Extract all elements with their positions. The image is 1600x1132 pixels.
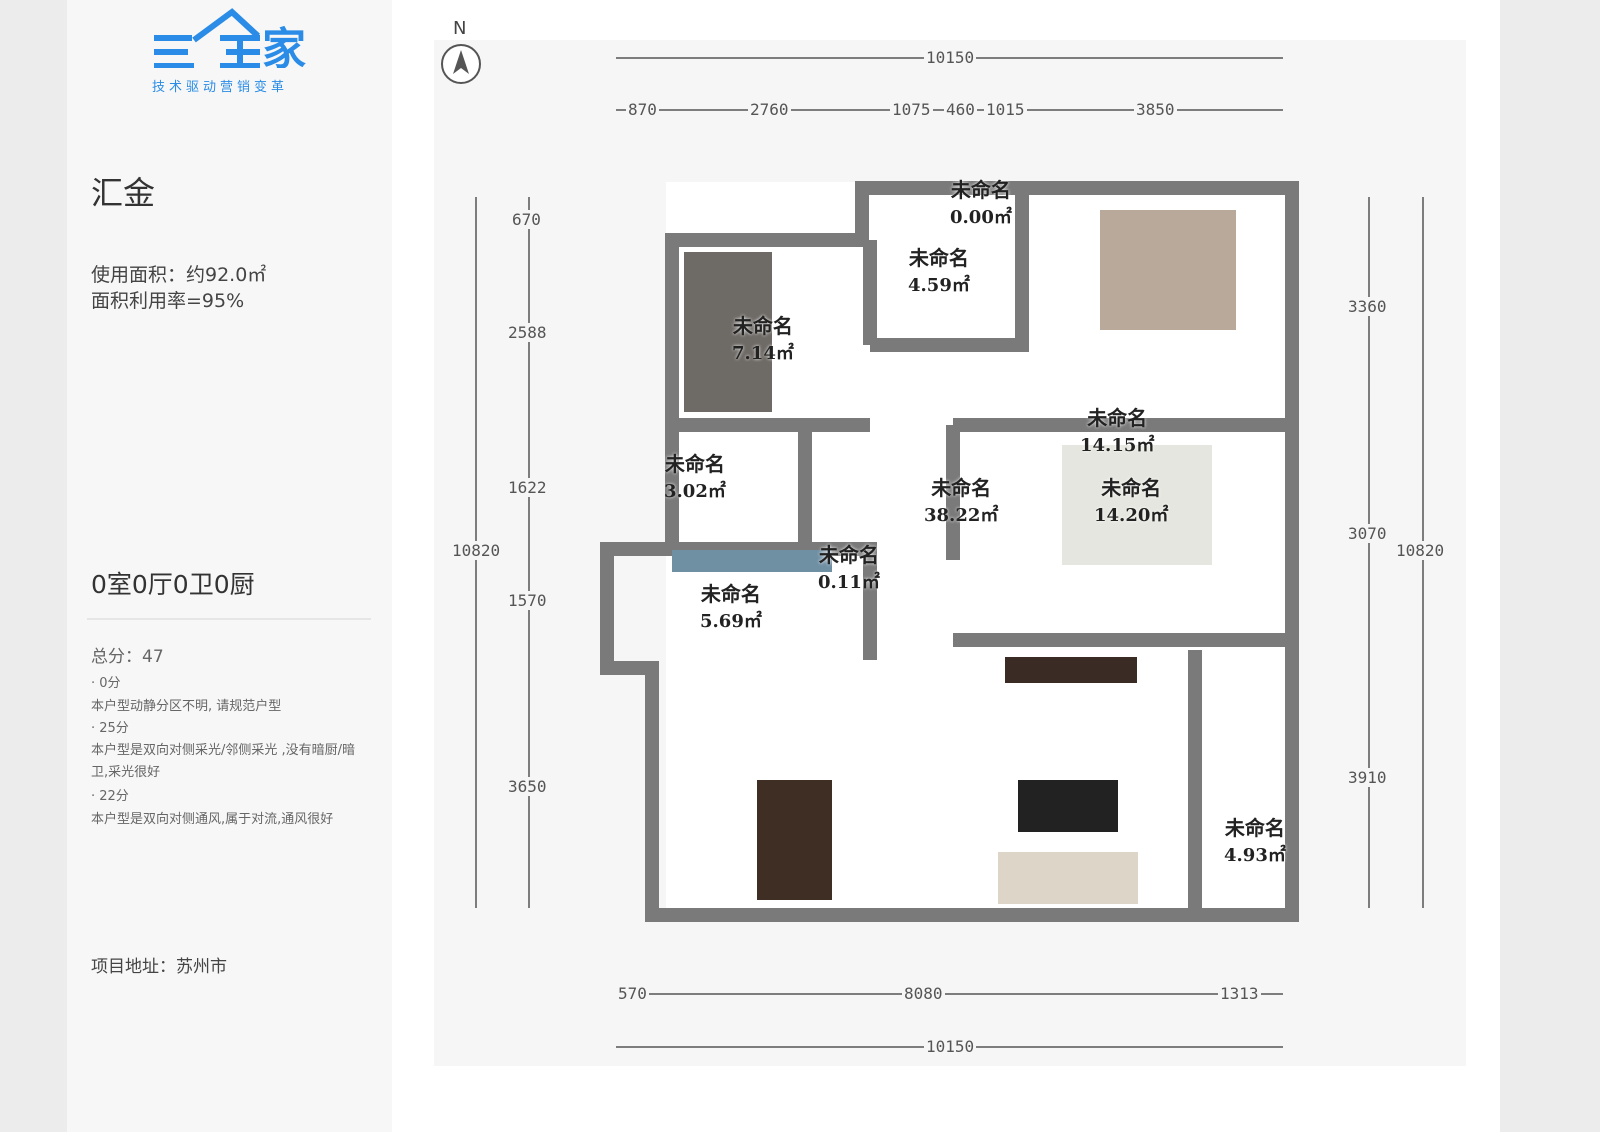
dim-top: 870: [626, 100, 659, 119]
sofa: [998, 852, 1138, 904]
dim-top: 460: [944, 100, 977, 119]
dim-top: 2760: [748, 100, 791, 119]
score-desc: 本户型是双向对侧通风,属于对流,通风很好: [91, 812, 334, 827]
room-area: 38.22㎡: [924, 505, 999, 526]
project-address: 项目地址：苏州市: [91, 957, 227, 977]
kitchen-counter: [672, 550, 832, 572]
logo: 家: [154, 8, 306, 68]
room-name: 未命名: [818, 543, 879, 567]
svg-text:家: 家: [262, 24, 306, 68]
dim-right: 3360: [1346, 297, 1389, 316]
room-area: 14.20㎡: [1094, 505, 1169, 526]
project-name: 汇金: [91, 174, 156, 212]
dim-left-total: 10820: [450, 541, 503, 560]
room-area: 4.93㎡: [1224, 845, 1286, 866]
score-desc: 本户型动静分区不明, 请规范户型: [91, 699, 282, 714]
room-label[interactable]: 未命名 7.14㎡: [732, 310, 794, 365]
room-label[interactable]: 未命名 14.20㎡: [1094, 472, 1168, 527]
dim-bottom-total: 10150: [924, 1037, 977, 1056]
score-points: · 22分: [91, 789, 129, 804]
room-area: 0.00㎡: [950, 207, 1012, 228]
dim-right: 3910: [1346, 768, 1389, 787]
dim-left: 2588: [506, 323, 549, 342]
usable-area: 使用面积：约92.0㎡: [91, 264, 267, 286]
logo-tagline: 技术驱动营销变革: [152, 80, 289, 95]
dim-bottom: 570: [616, 984, 649, 1003]
room-label[interactable]: 未命名 4.59㎡: [908, 242, 970, 297]
dim-left: 3650: [506, 777, 549, 796]
tv-cabinet: [1005, 657, 1137, 683]
dim-top: 3850: [1134, 100, 1177, 119]
room-area: 0.11㎡: [818, 572, 880, 593]
room-name: 未命名: [950, 178, 1011, 202]
dim-left: 1622: [506, 478, 549, 497]
room-name: 未命名: [908, 246, 969, 270]
dim-bottom: 8080: [902, 984, 945, 1003]
room-label[interactable]: 未命名 0.00㎡: [950, 174, 1012, 229]
room-name: 未命名: [700, 582, 761, 606]
room-area: 7.14㎡: [732, 343, 794, 364]
score-points: · 25分: [91, 721, 129, 736]
room-name: 未命名: [1224, 816, 1285, 840]
dim-right: 3070: [1346, 524, 1389, 543]
room-label[interactable]: 未命名 5.69㎡: [700, 578, 762, 633]
score-desc: 本户型是双向对侧采光/邻侧采光 ,没有暗厨/暗卫,采光很好: [91, 743, 356, 780]
room-label[interactable]: 未命名 14.15㎡: [1080, 402, 1154, 457]
dining-table: [757, 780, 832, 900]
room-area: 4.59㎡: [908, 275, 970, 296]
bed-furniture: [684, 252, 772, 412]
room-name: 未命名: [1087, 406, 1148, 430]
room-area: 14.15㎡: [1080, 435, 1155, 456]
coffee-table: [1018, 780, 1118, 832]
dim-top-total: 10150: [924, 48, 977, 67]
room-label[interactable]: 未命名 0.11㎡: [818, 539, 880, 594]
bed-furniture: [1062, 445, 1212, 565]
room-name: 未命名: [664, 452, 725, 476]
room-label[interactable]: 未命名 38.22㎡: [924, 472, 998, 527]
utilization-rate: 面积利用率=95%: [91, 290, 245, 312]
room-name: 未命名: [931, 476, 992, 500]
room-name: 未命名: [1101, 476, 1162, 500]
room-label[interactable]: 未命名 3.02㎡: [664, 448, 726, 503]
score-points: · 0分: [91, 676, 121, 691]
dim-right-total: 10820: [1394, 541, 1447, 560]
room-area: 3.02㎡: [664, 481, 726, 502]
dim-bottom: 1313: [1218, 984, 1261, 1003]
compass-icon: [441, 44, 481, 84]
bed-furniture: [1100, 210, 1236, 330]
room-name: 未命名: [732, 314, 793, 338]
info-panel: [67, 0, 392, 1132]
total-score: 总分：47: [91, 647, 164, 667]
room-layout: 0室0厅0卫0厨: [91, 570, 255, 599]
divider: [87, 618, 371, 620]
room-area: 5.69㎡: [700, 611, 762, 632]
dim-left: 670: [510, 210, 543, 229]
dim-top: 1075: [890, 100, 933, 119]
dim-left: 1570: [506, 591, 549, 610]
north-label: N: [453, 18, 467, 39]
dim-top: 1015: [984, 100, 1027, 119]
room-label[interactable]: 未命名 4.93㎡: [1224, 812, 1286, 867]
